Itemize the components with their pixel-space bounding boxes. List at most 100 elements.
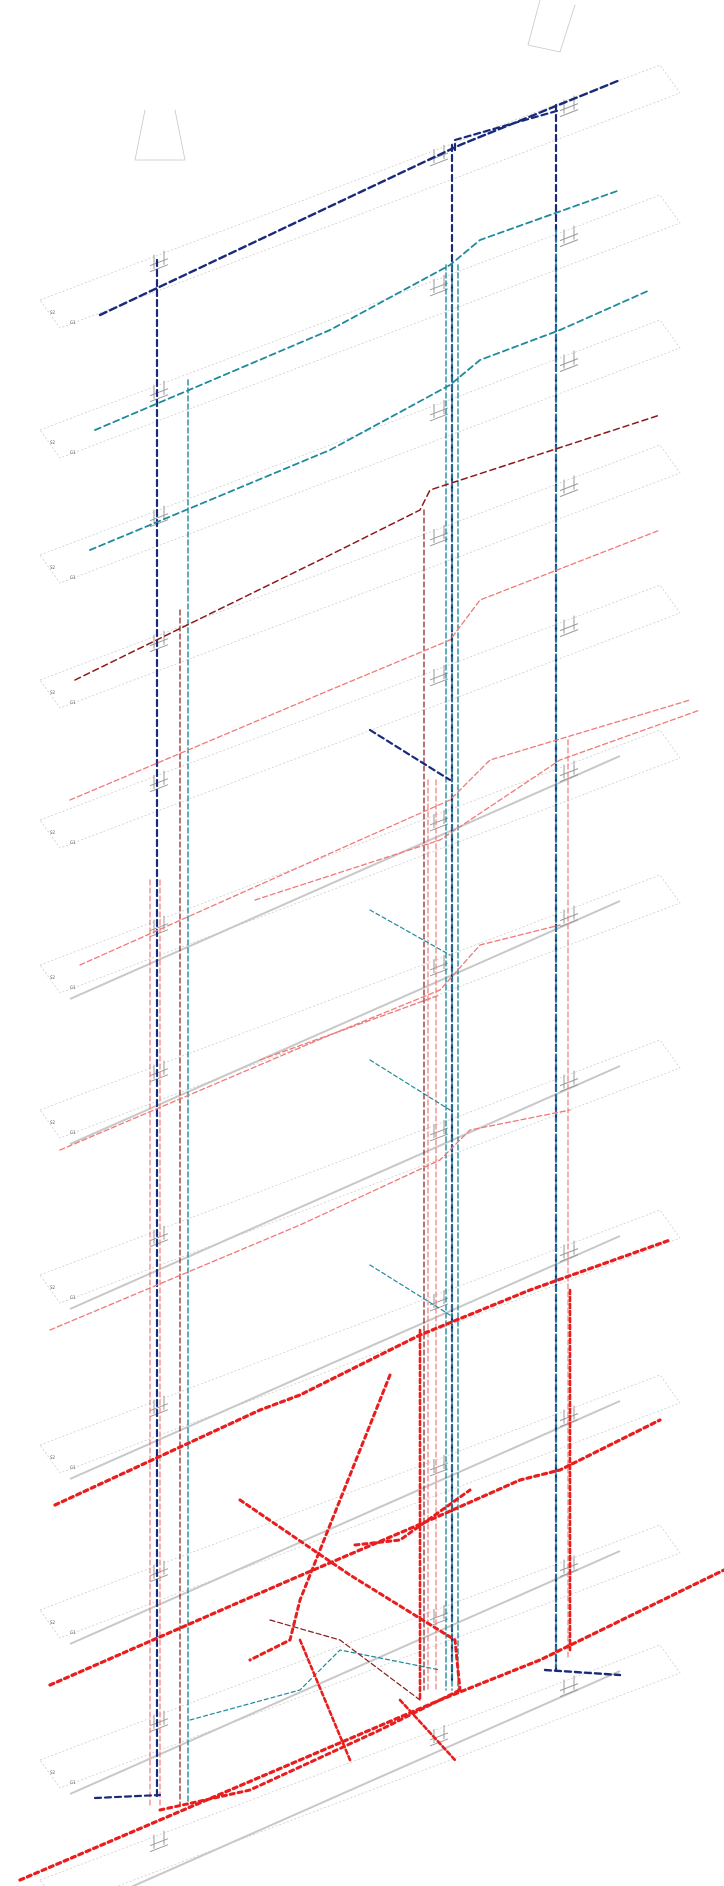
core-wall xyxy=(429,144,449,167)
slab-edge-wall xyxy=(130,1670,621,1886)
route-navy-stub xyxy=(368,728,452,782)
slab-label: G1 xyxy=(70,1130,76,1135)
core-wall xyxy=(559,225,579,248)
slab-label: S2 xyxy=(50,975,56,980)
route-red-3 xyxy=(18,1568,724,1882)
core-wall xyxy=(149,250,169,273)
horizontal-routes xyxy=(18,78,724,1882)
core-wall xyxy=(559,615,579,638)
core-wall xyxy=(559,475,579,498)
core-wall xyxy=(559,905,579,928)
slab-label: G1 xyxy=(70,575,76,580)
core-wall xyxy=(149,1225,169,1248)
floor-slabs: S2G1S2G1S2G1S2G1S2G1S2G1S2G1S2G1S2G1S2G1… xyxy=(39,0,681,1886)
slab-label: S2 xyxy=(50,1770,56,1775)
core-wall xyxy=(429,274,449,297)
route-darkred-base xyxy=(269,1619,421,1701)
route-salmon-2b xyxy=(254,709,701,901)
slab-label: S2 xyxy=(50,1120,56,1125)
slab-label: S2 xyxy=(50,440,56,445)
core-wall xyxy=(559,95,579,118)
slab-label: S2 xyxy=(50,690,56,695)
route-navy-top-branch xyxy=(453,108,562,152)
route-teal-base xyxy=(189,1649,441,1721)
core-wall xyxy=(149,1710,169,1733)
roof-outline xyxy=(527,0,576,53)
core-wall xyxy=(149,1830,169,1853)
slab-label: S2 xyxy=(50,310,56,315)
slab-edge-wall xyxy=(69,1400,621,1645)
core-wall xyxy=(559,1675,579,1698)
slab-edge-wall xyxy=(69,755,621,1000)
route-navy-base xyxy=(93,1793,162,1800)
slab-edge-wall xyxy=(69,1235,621,1480)
route-red-diag-1 xyxy=(248,1373,392,1662)
slab-label: S2 xyxy=(50,1620,56,1625)
core-wall xyxy=(149,505,169,528)
core-wall xyxy=(429,1454,449,1477)
core-wall xyxy=(429,809,449,832)
slab-label: S2 xyxy=(50,1455,56,1460)
route-salmon-2 xyxy=(79,699,691,966)
route-salmon-3b xyxy=(259,994,441,1061)
route-darkred xyxy=(74,414,661,681)
slab-outline xyxy=(39,64,681,329)
slab-outline xyxy=(39,729,681,994)
core-wall xyxy=(429,399,449,422)
slab-outline xyxy=(39,584,681,849)
route-teal-1 xyxy=(94,189,621,431)
slab-label: S2 xyxy=(50,565,56,570)
core-wall xyxy=(429,664,449,687)
core-wall xyxy=(149,1395,169,1418)
core-wall xyxy=(559,1070,579,1093)
core-wall xyxy=(429,1604,449,1627)
core-wall xyxy=(429,1119,449,1142)
route-red-2 xyxy=(48,1418,662,1687)
slab-label: G1 xyxy=(70,1465,76,1470)
slab-label: G1 xyxy=(70,1630,76,1635)
core-wall xyxy=(149,915,169,938)
route-teal-stub-1 xyxy=(369,909,451,956)
route-red-1 xyxy=(53,1238,672,1507)
slab-outline xyxy=(39,1644,681,1886)
slab-outline xyxy=(39,1209,681,1474)
slab-outline xyxy=(39,1374,681,1639)
slab-label: G1 xyxy=(70,840,76,845)
route-salmon-3 xyxy=(59,924,561,1151)
slab-outline xyxy=(39,874,681,1139)
route-salmon-4 xyxy=(49,1109,571,1331)
route-red-base xyxy=(158,1688,462,1812)
route-navy-bottom xyxy=(543,1668,622,1677)
slab-outline xyxy=(39,319,681,584)
slab-label: G1 xyxy=(70,320,76,325)
slab-edge-wall xyxy=(69,1550,621,1795)
route-teal-stub-2 xyxy=(369,1059,451,1111)
core-wall xyxy=(429,524,449,547)
slab-outline xyxy=(39,1524,681,1789)
core-wall xyxy=(559,1240,579,1263)
vertical-risers xyxy=(149,103,572,1806)
core-wall xyxy=(149,1560,169,1583)
slab-label: G1 xyxy=(70,1295,76,1300)
slab-label: S2 xyxy=(50,1285,56,1290)
route-red-diag-2 xyxy=(238,1498,462,1692)
core-wall xyxy=(149,630,169,653)
slab-label: G1 xyxy=(70,700,76,705)
core-wall xyxy=(429,954,449,977)
route-red-down xyxy=(298,1638,352,1762)
slab-outline xyxy=(39,194,681,459)
core-wall xyxy=(559,350,579,373)
core-wall xyxy=(149,380,169,403)
route-navy-top xyxy=(98,78,622,317)
core-wall xyxy=(149,770,169,793)
slab-label: G1 xyxy=(70,985,76,990)
route-salmon-1 xyxy=(69,529,661,801)
